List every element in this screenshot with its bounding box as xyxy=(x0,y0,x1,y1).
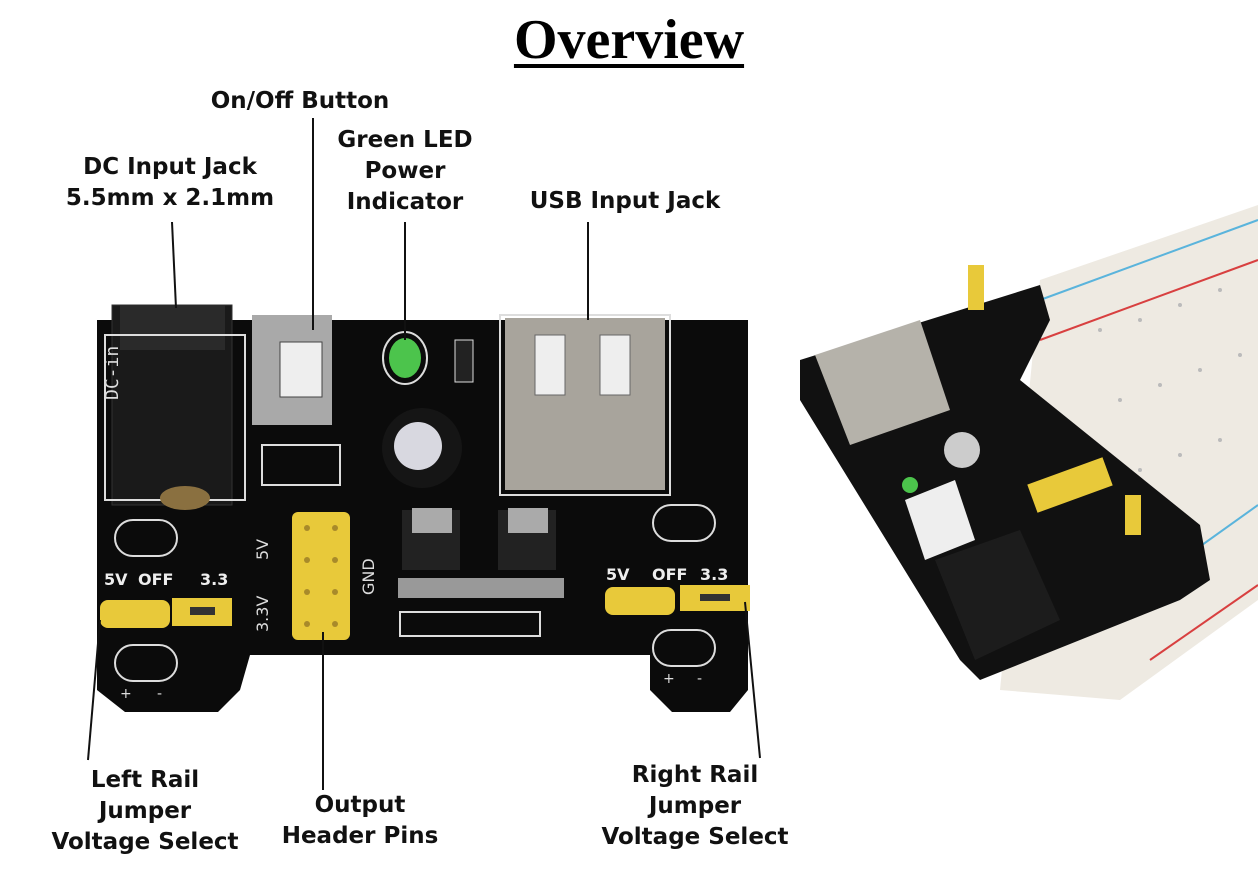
left-rail-label: Left Rail Jumper Voltage Select xyxy=(30,765,260,858)
title-text: Overview xyxy=(513,9,745,71)
gnd-silkscreen: GND xyxy=(359,558,378,595)
left-33: 3.3 xyxy=(200,570,228,589)
hdr-33v-silkscreen: 3.3V xyxy=(253,596,272,632)
output-label: Output Header Pins xyxy=(260,790,460,852)
led-label-line1: Green LED xyxy=(337,127,473,153)
right-plus: + xyxy=(663,671,675,687)
left-plus: + xyxy=(120,686,132,702)
dc-jack-label-line2: 5.5mm x 2.1mm xyxy=(65,185,275,211)
page-title: Overview xyxy=(0,8,1258,72)
module-on-breadboard-photo xyxy=(800,205,1258,700)
left-off: OFF xyxy=(138,570,173,589)
right-minus: - xyxy=(697,671,702,687)
right-rail-label-line3: Voltage Select xyxy=(601,824,789,850)
right-rail-label: Right Rail Jumper Voltage Select xyxy=(580,760,810,853)
leader-lines xyxy=(87,118,761,790)
right-rail-jumper[interactable]: 5V OFF 3.3 xyxy=(605,565,750,615)
right-rail-label-line1: Right Rail xyxy=(631,762,759,788)
led-label-line2: Power xyxy=(364,158,446,184)
output-header-pins: 5V 3.3V GND xyxy=(253,512,378,640)
dc-in-silkscreen: DC-in xyxy=(102,346,123,400)
led-label: Green LED Power Indicator xyxy=(300,125,510,218)
left-rail-label-line1: Left Rail xyxy=(90,767,200,793)
right-33: 3.3 xyxy=(700,565,728,584)
on-off-switch[interactable] xyxy=(252,315,341,486)
dc-jack: DC-in xyxy=(102,304,246,510)
led-label-line3: Indicator xyxy=(346,189,464,215)
usb-jack xyxy=(499,314,671,496)
output-label-line2: Header Pins xyxy=(281,823,439,849)
left-rail-jumper[interactable]: 5V OFF 3.3 xyxy=(100,570,232,628)
left-rail-label-line2: Jumper xyxy=(98,798,192,824)
usb-label: USB Input Jack xyxy=(529,188,721,214)
left-5v: 5V xyxy=(104,570,128,589)
power-module-board: DC-in xyxy=(97,304,750,712)
dc-jack-label-line1: DC Input Jack xyxy=(83,154,257,180)
on-off-label: On/Off Button xyxy=(210,88,390,114)
dc-jack-label: DC Input Jack 5.5mm x 2.1mm xyxy=(50,152,290,214)
left-minus: - xyxy=(157,686,162,702)
right-rail-label-line2: Jumper xyxy=(648,793,742,819)
right-off: OFF xyxy=(652,565,687,584)
hdr-5v-silkscreen: 5V xyxy=(253,539,272,560)
right-5v: 5V xyxy=(606,565,630,584)
left-rail-label-line3: Voltage Select xyxy=(51,829,239,855)
output-label-line1: Output xyxy=(314,792,406,818)
